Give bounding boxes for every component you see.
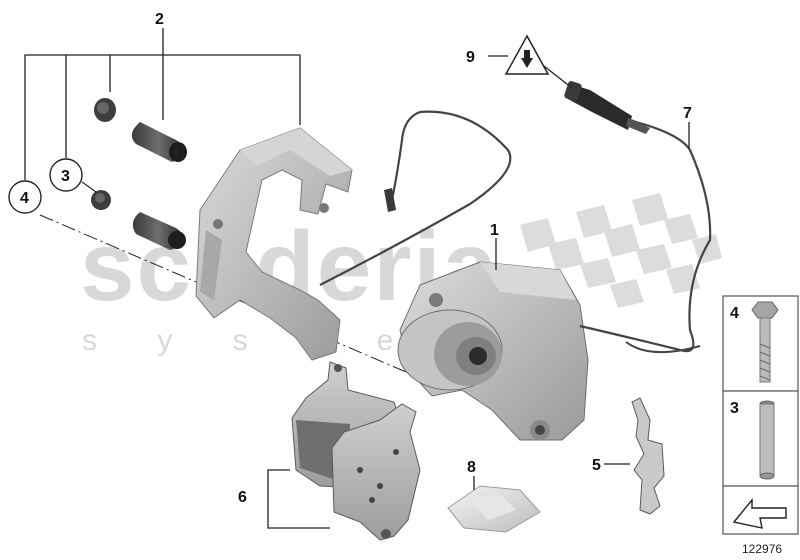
- callout-2: 2: [155, 11, 164, 28]
- guide-bushing-top: [94, 98, 116, 122]
- side-reference-panel: 4 3: [722, 295, 799, 535]
- direction-arrow-icon: [732, 498, 787, 529]
- callout-4: 4: [20, 190, 29, 207]
- bolt-icon: [751, 301, 779, 383]
- callout-9: 9: [466, 49, 475, 66]
- callout-3-circle: 3: [49, 158, 83, 192]
- brake-caliper: [397, 261, 589, 441]
- axis-line: [39, 214, 421, 379]
- checkered-flag-icon: [520, 193, 722, 308]
- sensor-wire-left: [319, 110, 512, 286]
- callout-3: 3: [61, 168, 70, 185]
- diagram-id: 122976: [742, 542, 782, 556]
- guide-bushing-lower: [91, 190, 111, 210]
- sleeve-reference-label: 3: [730, 400, 739, 417]
- callout-8: 8: [467, 459, 476, 476]
- callout-7: 7: [683, 105, 692, 122]
- callout-5: 5: [592, 457, 601, 474]
- lubricant-packet: [447, 485, 541, 533]
- bolt-reference-label: 4: [730, 305, 739, 322]
- caliper-carrier-bracket: [195, 127, 353, 361]
- guide-sleeve-lower: [132, 212, 186, 250]
- callout-6-leader: [267, 469, 330, 529]
- sensor-wire-right: [579, 108, 712, 353]
- anti-rattle-clip: [631, 397, 665, 515]
- callout-1: 1: [490, 222, 499, 239]
- electrical-warning-icon: [504, 34, 550, 75]
- sleeve-icon: [759, 400, 775, 480]
- sensor-plug-left: [384, 188, 396, 212]
- guide-sleeve-top: [131, 122, 187, 162]
- callout-2-leaders: [24, 28, 301, 180]
- callout-6: 6: [238, 489, 247, 506]
- brake-pad-rear: [331, 403, 421, 541]
- callout-4-circle: 4: [8, 180, 42, 214]
- wear-sensor-connector: [564, 81, 650, 134]
